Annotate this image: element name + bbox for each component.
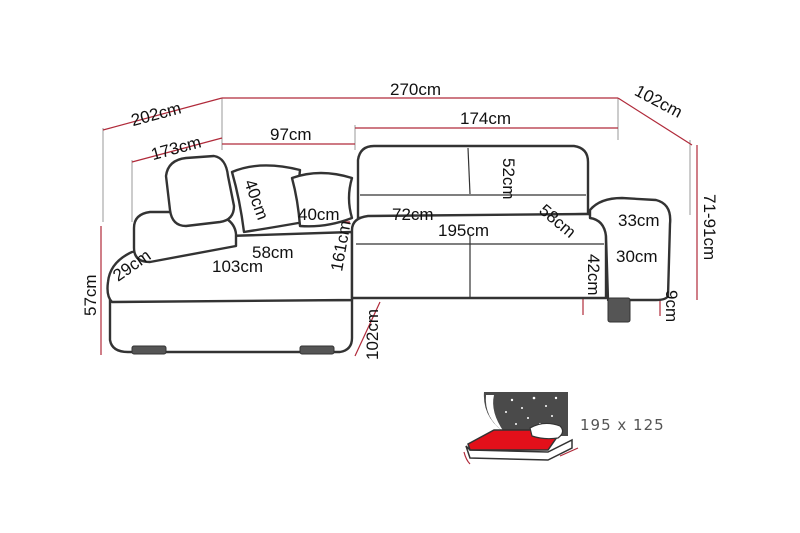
leg-1 (131, 345, 167, 355)
leg-3 (607, 297, 631, 323)
headrest-left (164, 154, 236, 228)
label-seat-height: 42cm (584, 254, 603, 296)
label-cushion-width: 40cm (298, 205, 340, 224)
main-back (356, 144, 590, 220)
bed-size-label: 195 x 125 (580, 416, 665, 434)
label-total-depth-left: 202cm (129, 99, 183, 131)
label-long-back: 174cm (460, 109, 511, 128)
right-arm (588, 196, 672, 302)
bed-pillow (529, 422, 564, 440)
label-overall-height: 57cm (81, 274, 100, 316)
label-chaise-front: 102cm (363, 309, 382, 360)
label-seat-length: 195cm (438, 221, 489, 240)
label-back-segment: 97cm (270, 125, 312, 144)
guide-lines (102, 98, 691, 222)
label-backrest-height: 52cm (499, 158, 518, 200)
sofa-illustration (106, 144, 672, 355)
label-seat-depth-right: 72cm (392, 205, 434, 224)
label-chaise-depth: 58cm (252, 243, 294, 262)
chaise-arm (132, 210, 238, 264)
label-total-height: 71-91cm (700, 194, 719, 260)
bed-illustration: 195 x 125 (463, 392, 665, 465)
label-chaise-length: 103cm (212, 257, 263, 276)
label-arm-height: 30cm (616, 247, 658, 266)
label-total-width: 270cm (390, 80, 441, 99)
label-right-depth: 102cm (632, 81, 686, 122)
chaise-base (108, 298, 354, 354)
cushion-2 (290, 171, 354, 228)
leg-2 (299, 345, 335, 355)
cushion-1 (230, 164, 306, 234)
label-leg-height: 9cm (662, 290, 681, 322)
label-armrest-width: 33cm (618, 211, 660, 230)
